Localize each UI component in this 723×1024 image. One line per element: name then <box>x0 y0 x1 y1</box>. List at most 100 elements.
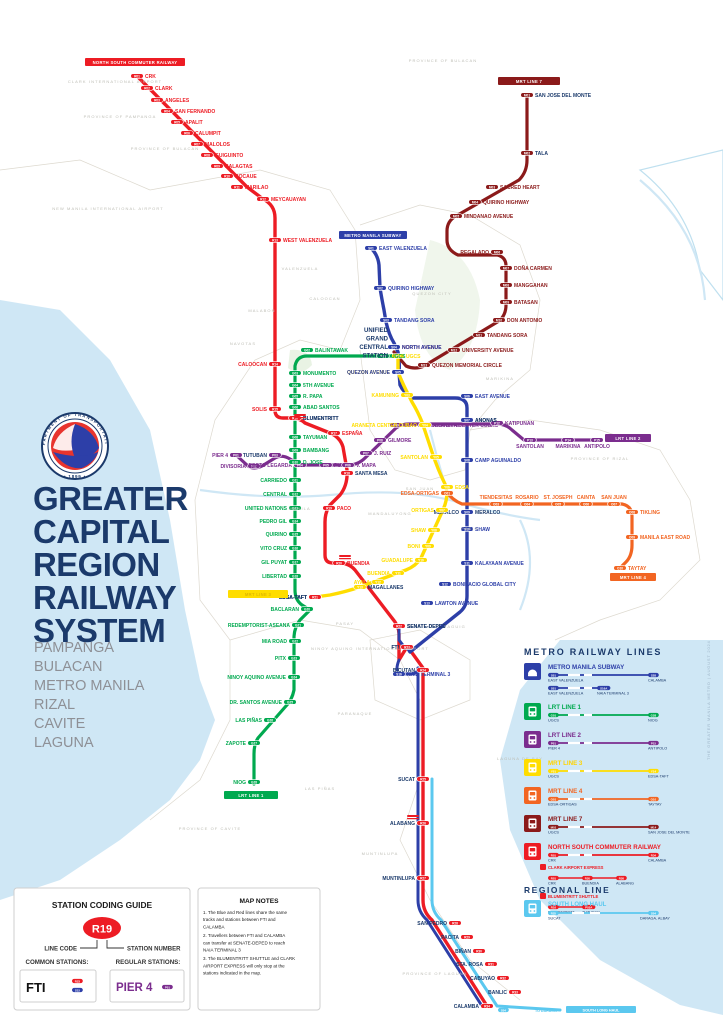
station-name: SANTOLAN <box>516 444 544 450</box>
station-code-chip: S07 <box>460 417 474 423</box>
station-code: G23 <box>291 657 297 661</box>
station-code: M06 <box>494 251 500 255</box>
station-name: NINOY AQUINO AVENUE <box>227 675 286 681</box>
station-code-chip: P03 <box>268 452 282 458</box>
station-name: FTI <box>392 645 400 651</box>
station-name: QUIRINO HIGHWAY <box>483 200 530 206</box>
train-icon <box>524 759 541 776</box>
legend-code-chip: S01 <box>548 685 559 690</box>
station-code: Y11 <box>395 572 401 576</box>
station-code: S04 <box>391 346 397 350</box>
legend-terminus-name: PIER 4 <box>548 746 560 750</box>
station-code: M05 <box>453 215 459 219</box>
legend-station-code: P01 <box>165 985 171 989</box>
station-code-chip: G05 <box>288 393 302 399</box>
station-name: TUTUBAN <box>243 453 268 459</box>
station-code-chip: Y10 <box>414 557 428 563</box>
station-code-chip: S01 <box>364 245 378 251</box>
legend-terminus-name: UGCS <box>548 718 559 722</box>
station-code-chip: R21 <box>308 594 322 600</box>
station-code-chip: R20 <box>332 560 346 566</box>
legend-terminus-name: TAYTAY <box>648 802 662 806</box>
legend-station-code: R25 <box>551 911 557 915</box>
coding-guide-sample: R19 <box>92 924 112 936</box>
station-code-chip: O09 <box>625 534 639 540</box>
legend-terminus-name: NIOG <box>648 718 658 722</box>
station-code: Y09 <box>425 545 431 549</box>
station-name: QUIRINO HIGHWAY <box>388 286 435 292</box>
line-banner-label: LRT LINE 1 <box>238 793 264 798</box>
station-code: P02 <box>251 465 257 469</box>
station-name: ANONAS <box>475 418 497 424</box>
station-code-chip: R04 <box>160 108 174 114</box>
station-code: G18 <box>292 575 298 579</box>
station-code: R30 <box>476 950 482 954</box>
place-label: NAVOTAS <box>230 341 256 346</box>
station-name: BONIFACIO GLOBAL CITY <box>453 582 517 588</box>
station-name: 5TH AVENUE <box>303 383 335 389</box>
station-code: G25 <box>287 701 293 705</box>
legend-subline-stop: ALABANG <box>616 881 634 885</box>
station-code-chip: O04 <box>520 501 534 507</box>
station-code-chip: G11 <box>288 477 302 483</box>
station-name: MEYCAUAYAN <box>271 197 306 203</box>
place-label: LAS PIÑAS <box>305 786 336 791</box>
station-code: G24 <box>291 676 297 680</box>
station-code-chip: R02 <box>140 85 154 91</box>
station-name: SOLIS <box>252 407 268 413</box>
station-name: REGALADO <box>460 250 489 256</box>
station-code: G17 <box>292 561 298 565</box>
station-code: R21 <box>312 596 318 600</box>
station-code: R22 <box>396 625 402 629</box>
station-code: G08 <box>292 436 298 440</box>
station-code: R10 <box>224 175 230 179</box>
station-code-chip: S05 <box>391 369 405 375</box>
legend-terminus-name: CALAMBA <box>648 858 667 862</box>
station-code-chip: O05 <box>551 501 565 507</box>
place-label: PROVINCE OF RIZAL <box>571 456 630 461</box>
station-code-chip: G28 <box>247 779 261 785</box>
legend-code-chip: P15 <box>648 740 659 745</box>
map-note-line: 2. Travellers between FTI and CALAMBA <box>203 933 285 938</box>
regional-heading: REGIONAL LINE <box>524 885 610 895</box>
legend-code-chip: R25 <box>548 910 559 915</box>
legend-line-name: NORTH SOUTH COMMUTER RAILWAY <box>548 844 662 851</box>
stations: O01EDSA-ORTIGASO02MERALCOO03TIENDESITASO… <box>130 73 690 1010</box>
legend-code-chip: G28 <box>648 712 659 717</box>
station-code: P08 <box>377 439 383 443</box>
ugcs-line: GRAND <box>366 337 389 343</box>
line-banner: MRT LINE 7 <box>498 77 560 85</box>
station-code: Y03 <box>404 394 410 398</box>
province-item: METRO MANILA <box>34 678 145 694</box>
station-name: PITX <box>275 656 287 662</box>
station-code-chip: R23 <box>400 644 414 650</box>
station-name: PIER 4 <box>212 453 228 459</box>
station-name: SANTOLAN <box>400 455 428 461</box>
station-code: G15 <box>292 533 298 537</box>
station-name: TAYTAY <box>628 566 647 572</box>
station-name: CLARK <box>155 86 173 92</box>
station-code-chip: G14 <box>288 518 302 524</box>
station-code-chip: P07 <box>359 450 373 456</box>
station-name: CALOOCAN <box>238 362 267 368</box>
legend-code-chip: R20 <box>582 875 593 880</box>
train-icon <box>524 900 541 917</box>
station-code: R28 <box>452 922 458 926</box>
title-line: CAPITAL <box>33 513 170 550</box>
subway-icon <box>524 663 541 680</box>
station-name: CAMP AGUINALDO <box>475 458 521 464</box>
station-code-chip: R22 <box>392 623 406 629</box>
regular-station-example: PIER 4 <box>116 982 153 994</box>
place-label: PASIG <box>461 526 478 531</box>
regular-stations-heading: REGULAR STATIONS: <box>116 959 181 966</box>
station-name: DON ANTONIO <box>507 318 542 324</box>
line-banner: LRT LINE 1 <box>224 791 278 799</box>
place-label: CALOOCAN <box>309 296 340 301</box>
place-label: PROVINCE OF BULACAN <box>409 58 477 63</box>
station-name: CRK <box>145 74 156 80</box>
station-name: QUIRINO <box>266 532 288 538</box>
